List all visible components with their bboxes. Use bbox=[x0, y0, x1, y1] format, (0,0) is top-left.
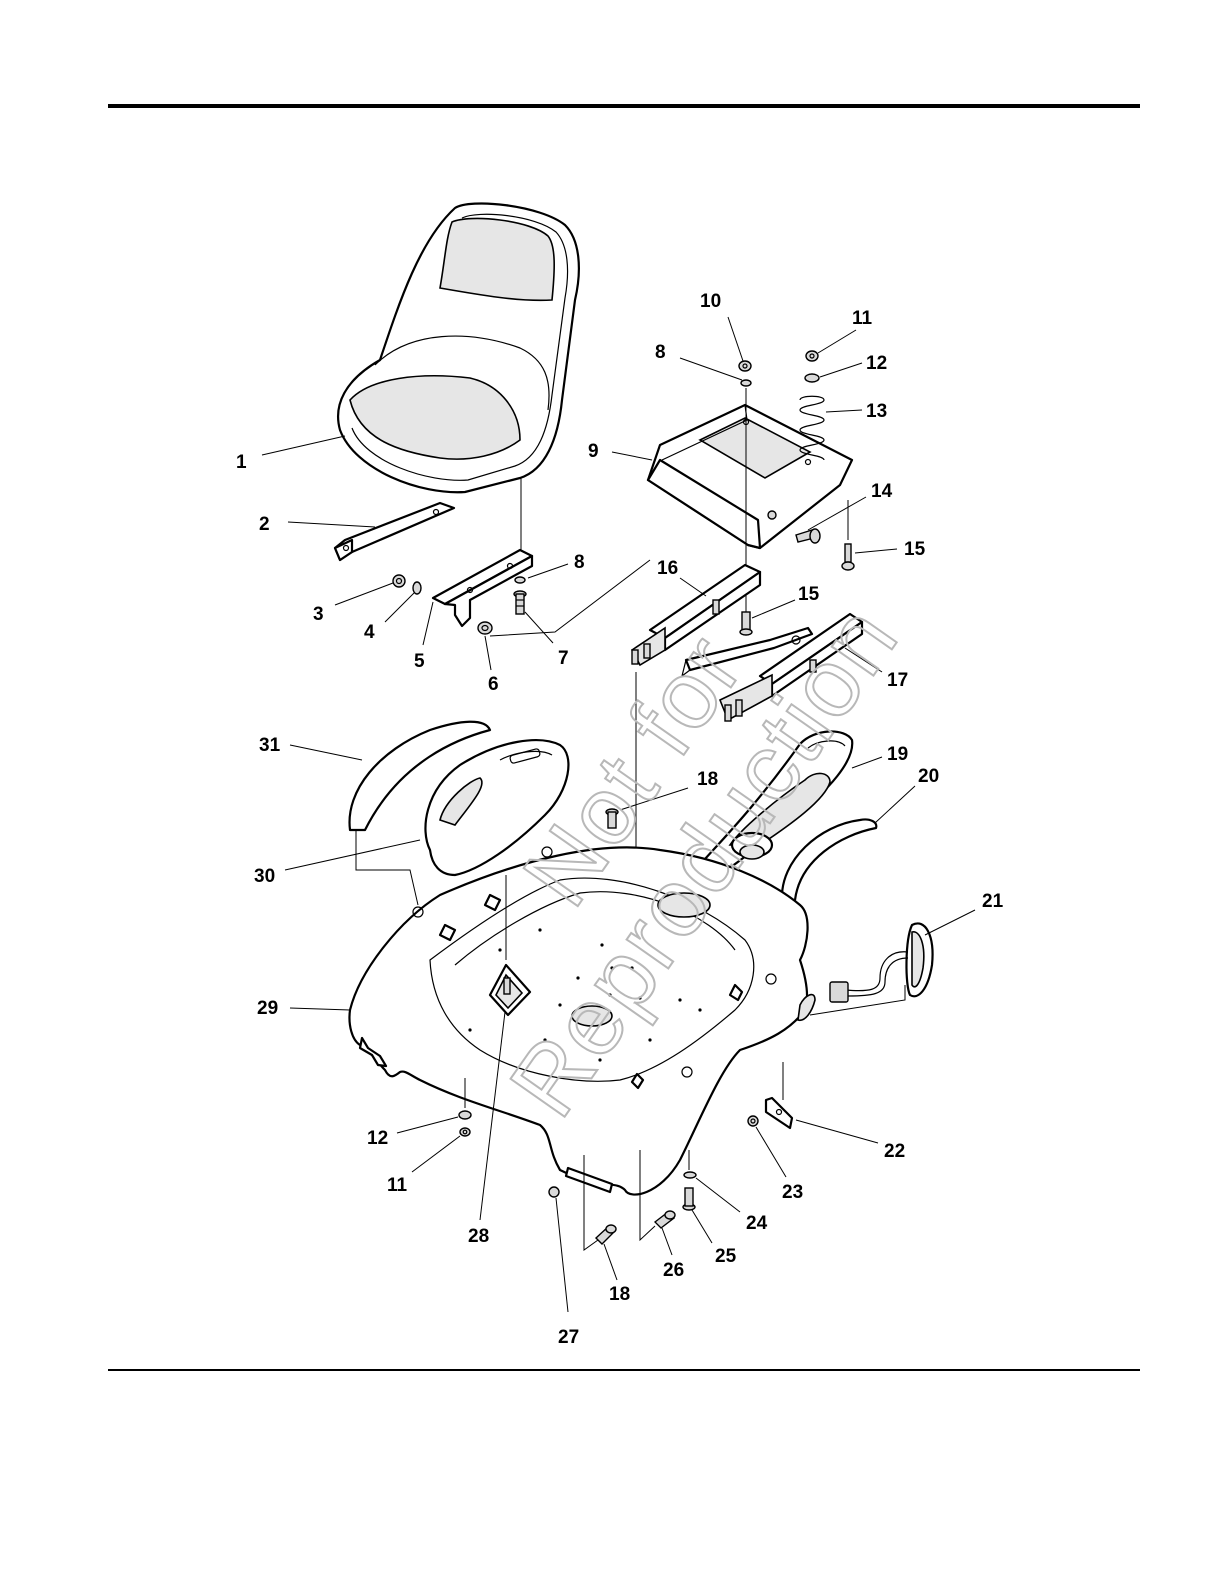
callout-12-lower: 12 bbox=[367, 1128, 388, 1149]
callout-31: 31 bbox=[259, 735, 281, 756]
callout-3: 3 bbox=[313, 604, 324, 625]
leader-31b bbox=[356, 830, 418, 905]
callout-11-upper: 11 bbox=[852, 308, 873, 329]
leader-7 bbox=[525, 612, 553, 643]
bolt-15-right bbox=[842, 544, 854, 570]
bolt-7 bbox=[514, 591, 526, 614]
leader-12a bbox=[820, 363, 862, 377]
nut-11-upper bbox=[806, 351, 818, 361]
leader-22 bbox=[796, 1120, 878, 1143]
leader-23 bbox=[756, 1127, 786, 1177]
leader-15a bbox=[855, 549, 897, 553]
leader-19 bbox=[852, 757, 882, 768]
nut-3 bbox=[393, 575, 405, 587]
callout-18-lower: 18 bbox=[609, 1284, 630, 1305]
callout-25: 25 bbox=[715, 1246, 737, 1267]
callout-27: 27 bbox=[558, 1327, 579, 1348]
washer-8-lower bbox=[515, 577, 525, 583]
leader-11a bbox=[818, 330, 856, 353]
leader-20 bbox=[875, 786, 915, 823]
callout-19: 19 bbox=[887, 744, 908, 765]
callout-26: 26 bbox=[663, 1260, 684, 1281]
callout-17: 17 bbox=[887, 670, 908, 691]
bolt-14 bbox=[796, 529, 820, 543]
nut-11-lower bbox=[460, 1128, 470, 1136]
callout-18-upper: 18 bbox=[697, 769, 718, 790]
callout-7: 7 bbox=[558, 648, 569, 669]
leader-13 bbox=[826, 410, 862, 412]
bolt-26 bbox=[655, 1211, 675, 1228]
seat-bracket bbox=[335, 503, 454, 560]
callout-4: 4 bbox=[364, 622, 375, 643]
callout-15-right: 15 bbox=[904, 539, 926, 560]
callout-5: 5 bbox=[414, 651, 425, 672]
spacer-6 bbox=[478, 622, 492, 634]
washer-12-upper bbox=[805, 374, 819, 382]
leader-4 bbox=[385, 593, 414, 622]
callout-8-upper: 8 bbox=[655, 342, 666, 363]
callout-8-lower: 8 bbox=[574, 552, 585, 573]
clip-27 bbox=[549, 1187, 559, 1197]
leader-24 bbox=[696, 1178, 740, 1212]
bolt-15-center bbox=[740, 612, 752, 635]
leader-21 bbox=[925, 910, 975, 935]
bolt-25 bbox=[683, 1188, 695, 1210]
callout-28: 28 bbox=[468, 1226, 489, 1247]
mount-bracket-22 bbox=[766, 1098, 792, 1128]
leader-26 bbox=[662, 1228, 672, 1255]
leader-27 bbox=[556, 1198, 568, 1312]
leader-8a bbox=[528, 564, 568, 578]
leader-8b bbox=[680, 358, 742, 380]
leader-12b bbox=[397, 1117, 458, 1133]
leader-9 bbox=[612, 452, 652, 460]
seat-frame bbox=[648, 405, 852, 548]
leader-6 bbox=[485, 636, 491, 670]
callout-14: 14 bbox=[871, 481, 893, 502]
leader-21b bbox=[810, 985, 905, 1015]
washer-12-lower bbox=[459, 1111, 471, 1119]
callout-16: 16 bbox=[657, 558, 678, 579]
callout-9: 9 bbox=[588, 441, 599, 462]
leader-5 bbox=[423, 602, 433, 645]
leader-16 bbox=[680, 578, 706, 596]
callout-21: 21 bbox=[982, 891, 1004, 912]
callout-23: 23 bbox=[782, 1182, 803, 1203]
armrest-pad-right bbox=[782, 819, 876, 900]
callout-11-lower: 11 bbox=[387, 1175, 408, 1196]
leader-15b bbox=[752, 600, 795, 618]
callout-22: 22 bbox=[884, 1141, 905, 1162]
leader-29 bbox=[290, 1008, 350, 1010]
seat-switch-harness bbox=[830, 923, 933, 1002]
bolt-18-lower bbox=[596, 1225, 616, 1244]
callout-30: 30 bbox=[254, 866, 275, 887]
callout-20: 20 bbox=[918, 766, 939, 787]
leader-31 bbox=[290, 745, 362, 760]
leader-10 bbox=[728, 317, 743, 361]
washer-4 bbox=[413, 582, 421, 594]
seat bbox=[338, 203, 579, 492]
leader-11b bbox=[412, 1136, 460, 1172]
leader-1 bbox=[262, 436, 345, 455]
leader-2 bbox=[288, 522, 375, 527]
leader-25 bbox=[692, 1210, 712, 1243]
callout-15-center: 15 bbox=[798, 584, 820, 605]
callout-12-upper: 12 bbox=[866, 353, 887, 374]
callout-24: 24 bbox=[746, 1213, 768, 1234]
callout-2: 2 bbox=[259, 514, 270, 535]
leader-3 bbox=[335, 583, 393, 605]
leader-30 bbox=[285, 840, 420, 870]
callout-10: 10 bbox=[700, 291, 721, 312]
nut-23 bbox=[748, 1116, 758, 1126]
callout-29: 29 bbox=[257, 998, 278, 1019]
callout-6: 6 bbox=[488, 674, 499, 695]
callout-1: 1 bbox=[236, 452, 247, 473]
washer-24 bbox=[684, 1172, 696, 1178]
nut-10 bbox=[739, 361, 751, 371]
leader-18b bbox=[604, 1244, 617, 1280]
callout-13: 13 bbox=[866, 401, 887, 422]
washer-8-upper bbox=[741, 380, 751, 386]
